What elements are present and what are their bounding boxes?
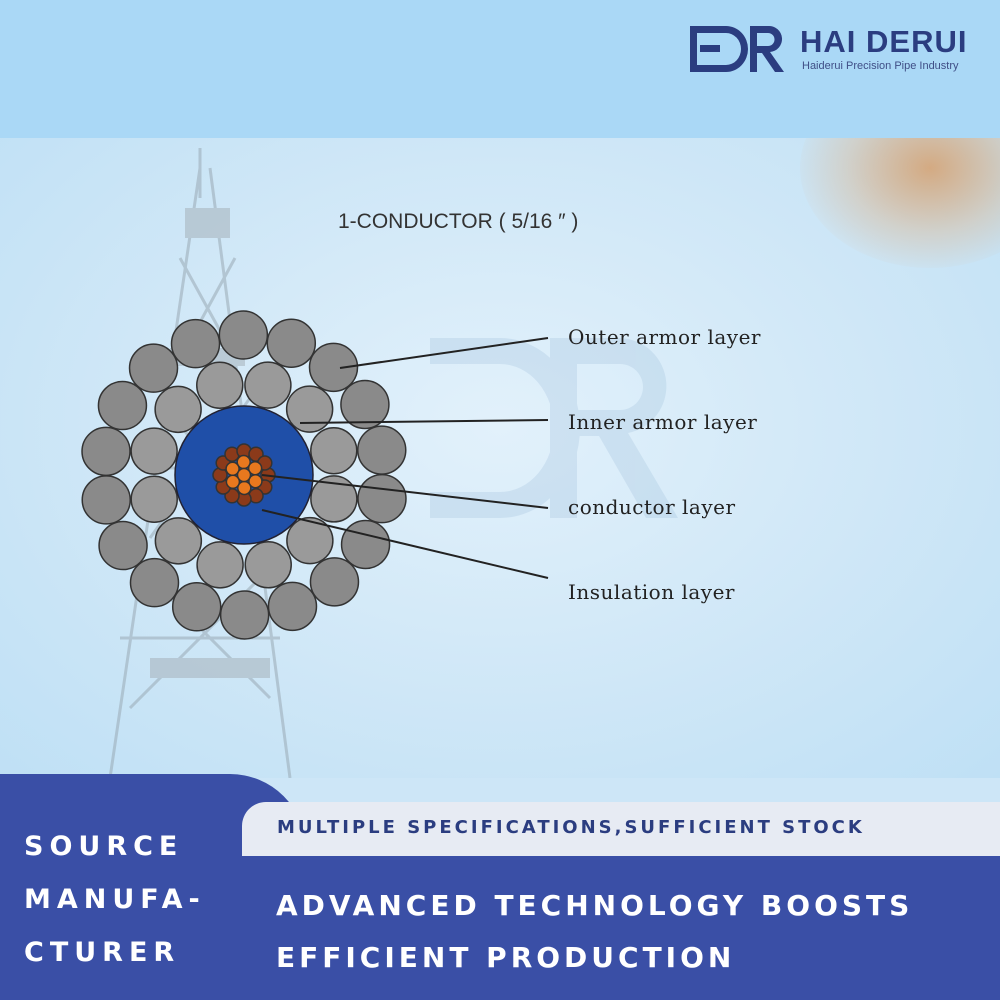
inner-armor-wire [285,385,334,433]
leader-line-1 [339,337,549,369]
brand-logo[interactable]: HAI DERUI Haiderui Precision Pipe Indust… [690,24,990,76]
outer-armor-wire [267,581,318,632]
inner-armor-wire [196,541,244,589]
brand-subtitle: Haiderui Precision Pipe Industry [802,60,959,72]
source-line-1: SOURCE [24,831,184,862]
inner-armor-wire [310,427,358,475]
outer-armor-wire [97,380,148,431]
outer-armor-wire [219,590,270,640]
inner-armor-wire [286,516,334,565]
inner-armor-wire [130,475,178,523]
outer-armor-wire [357,473,407,524]
outer-armor-wire [81,475,131,525]
outer-armor-wire [98,520,148,571]
source-line-3: CTURER [24,937,181,968]
leader-line-4 [261,509,549,579]
inner-armor-wire [196,361,244,409]
outer-armor-wire [218,310,269,360]
conductor-inner-strand [247,460,263,476]
outer-armor-wire [81,426,131,477]
outer-armor-wire [129,557,180,608]
outer-armor-wire [340,379,390,430]
leader-line-2 [299,419,549,424]
conductor-core-strand [236,467,252,483]
hdr-watermark-icon [430,338,678,518]
source-line-2: MANUFA- [24,884,206,915]
inner-armor-wire [130,427,178,475]
outer-armor-wire [170,318,221,369]
inner-armor-wire [244,541,292,589]
callout-inner-armor: Inner armor layer [568,410,758,434]
slogan-line-1: ADVANCED TECHNOLOGY BOOSTS [276,889,914,922]
source-manufacturer-text: SOURCE MANUFA- CTURER [24,820,206,979]
inner-armor-wire [154,385,202,434]
outer-armor-wire [171,582,222,632]
header-band: HAI DERUI Haiderui Precision Pipe Indust… [0,0,1000,138]
diagram-title: 1-CONDUCTOR ( 5/16 ″ ) [338,210,579,233]
outer-armor-wire [266,318,317,368]
slogan-line-2: EFFICIENT PRODUCTION [276,941,736,974]
inner-armor-wire [310,475,358,523]
callout-conductor: conductor layer [568,495,736,519]
diagram-area: 1-CONDUCTOR ( 5/16 ″ ) Outer armor layer… [0,138,1000,778]
outer-armor-wire [340,519,391,570]
slogan-text: ADVANCED TECHNOLOGY BOOSTS EFFICIENT PRO… [276,880,913,984]
cable-cross-section [81,310,549,640]
conductor-inner-strand [225,461,240,477]
specs-bar [242,802,1000,856]
inner-armor-wire [154,517,203,565]
inner-armor-wire [244,361,292,409]
leader-line-3 [261,474,549,509]
callout-outer-armor: Outer armor layer [568,325,761,349]
specs-bar-text: MULTIPLE SPECIFICATIONS,SUFFICIENT STOCK [277,817,865,838]
hdr-logo-icon [690,25,784,73]
outer-armor-wire [308,342,359,393]
slogan-panel [242,856,1000,1000]
outer-armor-wire [309,557,360,607]
outer-armor-wire [128,343,179,393]
callout-insulation: Insulation layer [568,580,735,604]
outer-armor-wire [357,425,407,475]
brand-name: HAI DERUI [800,24,968,59]
